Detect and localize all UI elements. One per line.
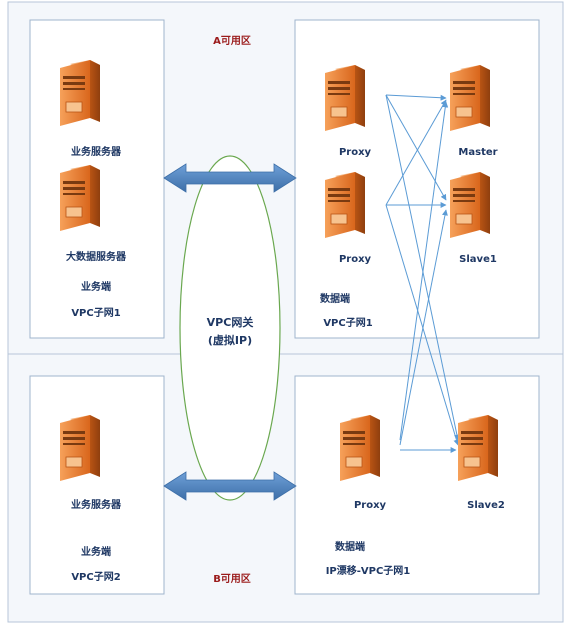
panel-b-data bbox=[294, 375, 540, 595]
gateway-virtual-ip-label: (虚拟IP) bbox=[208, 333, 252, 347]
panel-b-business bbox=[29, 375, 165, 595]
subnet-label: VPC子网1 bbox=[323, 317, 372, 329]
server-label: Master bbox=[458, 147, 497, 158]
subnet-label: VPC子网2 bbox=[71, 571, 120, 583]
side-label: 数据端 bbox=[335, 540, 365, 553]
server-icon bbox=[59, 59, 101, 127]
server-icon bbox=[59, 414, 101, 482]
server-label: Slave1 bbox=[459, 254, 497, 265]
server-icon bbox=[457, 414, 499, 482]
server-icon bbox=[59, 164, 101, 232]
server-label: Proxy bbox=[354, 500, 387, 511]
zone-a-label: A可用区 bbox=[213, 35, 251, 47]
subnet-label: IP漂移-VPC子网1 bbox=[326, 564, 411, 577]
server-icon bbox=[339, 414, 381, 482]
server-icon bbox=[324, 64, 366, 132]
server-icon bbox=[449, 64, 491, 132]
side-label: 业务端 bbox=[81, 280, 111, 293]
vpc-gateway-ellipse bbox=[179, 155, 281, 501]
db-link-lines bbox=[385, 94, 460, 453]
double-arrow-icon bbox=[163, 163, 297, 193]
server-label: Proxy bbox=[339, 147, 372, 158]
zone-b-label: B可用区 bbox=[213, 573, 251, 585]
server-icon bbox=[449, 171, 491, 239]
subnet-label: VPC子网1 bbox=[71, 307, 120, 319]
side-label: 数据端 bbox=[320, 292, 350, 305]
server-label: 大数据服务器 bbox=[66, 250, 127, 263]
server-label: Proxy bbox=[339, 254, 372, 265]
gateway-label: VPC网关 bbox=[207, 315, 254, 329]
server-label: 业务服务器 bbox=[71, 145, 122, 158]
server-label: 业务服务器 bbox=[71, 498, 122, 511]
side-label: 业务端 bbox=[81, 545, 111, 558]
server-label: Slave2 bbox=[467, 500, 505, 511]
double-arrow-icon bbox=[163, 471, 297, 501]
server-icon bbox=[324, 171, 366, 239]
